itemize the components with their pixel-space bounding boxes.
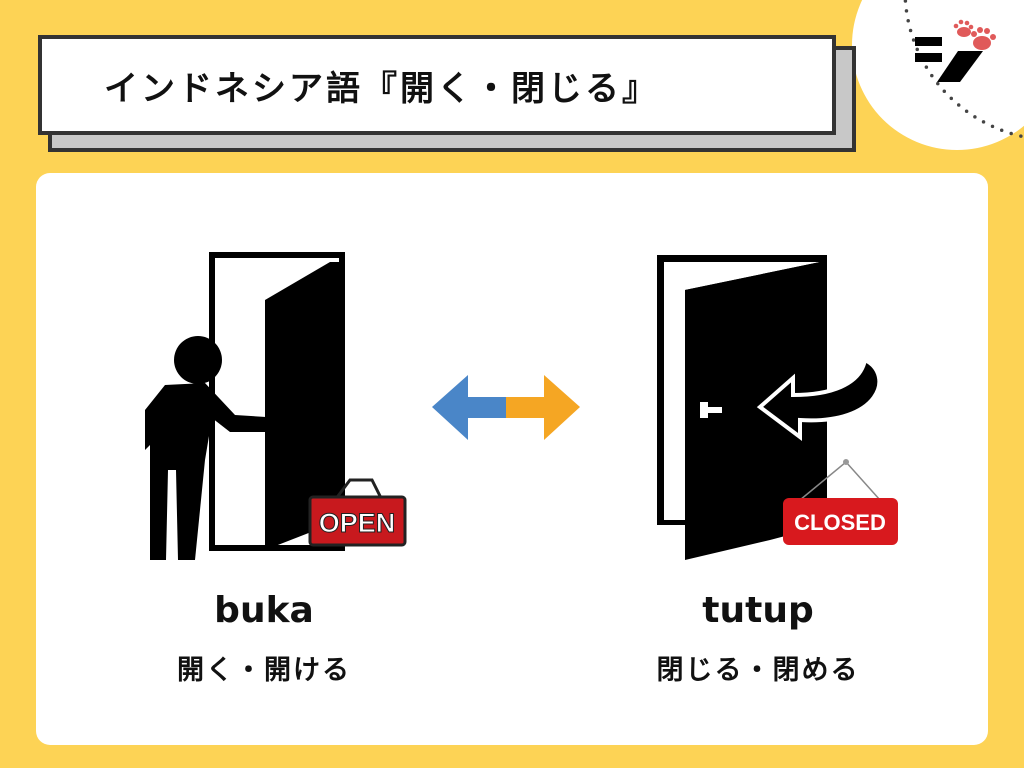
closed-door-icon xyxy=(657,255,827,560)
double-arrow-icon xyxy=(432,375,580,440)
open-sign-text: OPEN xyxy=(319,508,396,538)
japanese-meaning-close: 閉じる・閉める xyxy=(656,655,860,686)
title-banner: インドネシア語『開く・閉じる』 xyxy=(38,35,836,135)
logo-mark xyxy=(903,0,1024,139)
open-door-icon xyxy=(209,252,345,551)
curved-arrow-icon xyxy=(756,357,882,441)
indonesian-word-open: buka xyxy=(214,590,314,631)
indonesian-word-close: tutup xyxy=(702,590,814,631)
closed-sign-text: CLOSED xyxy=(794,510,886,535)
closed-sign: CLOSED xyxy=(783,459,898,545)
open-sign: OPEN xyxy=(308,478,407,547)
japanese-meaning-open: 開く・開ける xyxy=(177,655,351,686)
person-icon xyxy=(145,336,282,560)
page-title: インドネシア語『開く・閉じる』 xyxy=(104,68,659,109)
paw-icon xyxy=(953,19,996,50)
